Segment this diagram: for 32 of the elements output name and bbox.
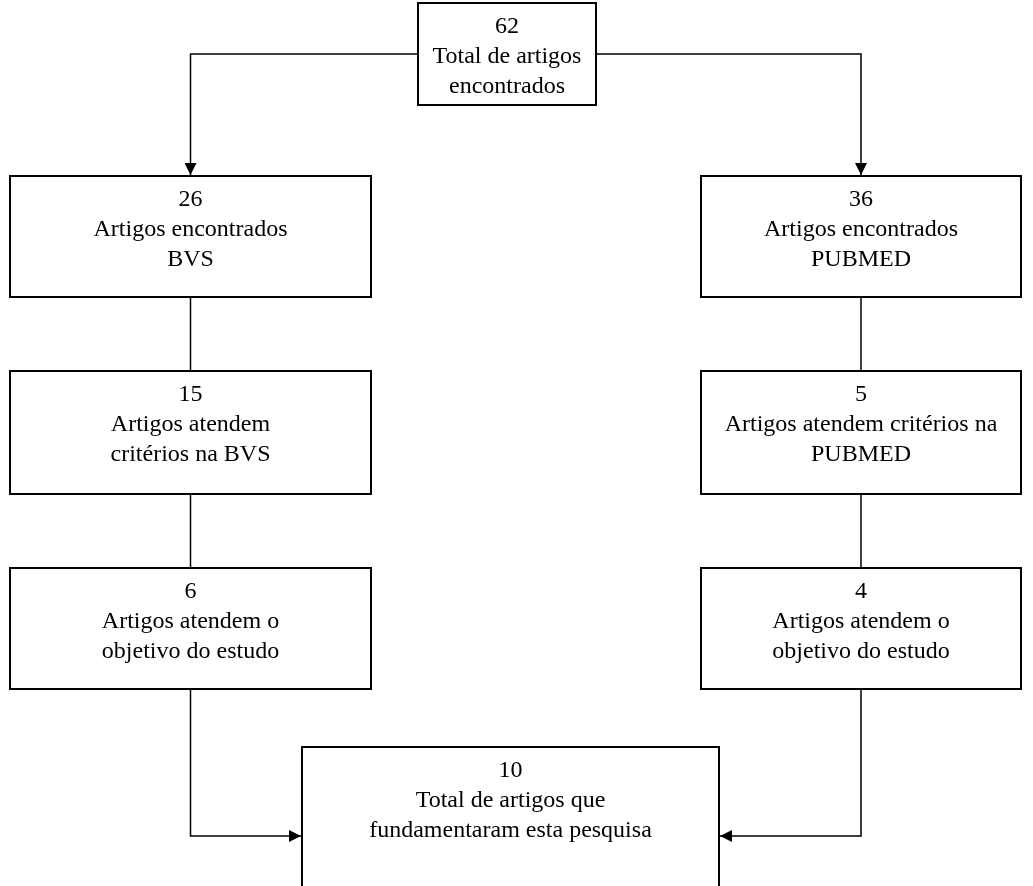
count-number: 36: [849, 184, 873, 213]
arrow: [184, 53, 418, 176]
arrow: [189, 689, 302, 842]
process-box: [9, 175, 372, 298]
count-number: 4: [855, 576, 867, 605]
process-box: [700, 175, 1022, 298]
box-text: Artigos atendem critérios na PUBMED: [723, 409, 999, 468]
connector-line: [860, 494, 862, 568]
process-box: [700, 370, 1022, 495]
box-text: Artigos encontrados PUBMED: [763, 214, 959, 273]
process-box: [417, 2, 597, 106]
count-number: 15: [178, 379, 203, 408]
process-box: [9, 567, 372, 690]
box-text: Artigos encontrados BVS: [92, 214, 289, 273]
connector-line: [189, 297, 192, 371]
connector-line: [860, 297, 862, 371]
connector-line: [189, 494, 192, 568]
box-text: Artigos atendem critérios na BVS: [109, 409, 272, 468]
process-box: [301, 746, 720, 886]
box-text: Total de artigos encontrados: [431, 41, 583, 100]
box-text: Total de artigos que fundamentaram esta pesquisa: [368, 785, 653, 844]
process-box: [700, 567, 1022, 690]
count-number: 62: [495, 11, 519, 40]
count-number: 26: [178, 184, 203, 213]
process-box: [9, 370, 372, 495]
arrow: [596, 53, 867, 176]
count-number: 5: [855, 379, 867, 408]
box-text: Artigos atendem o objetivo do estudo: [100, 606, 281, 665]
count-number: 6: [184, 576, 197, 605]
count-number: 10: [498, 755, 523, 784]
arrow: [719, 689, 862, 842]
box-text: Artigos atendem o objetivo do estudo: [771, 606, 951, 665]
